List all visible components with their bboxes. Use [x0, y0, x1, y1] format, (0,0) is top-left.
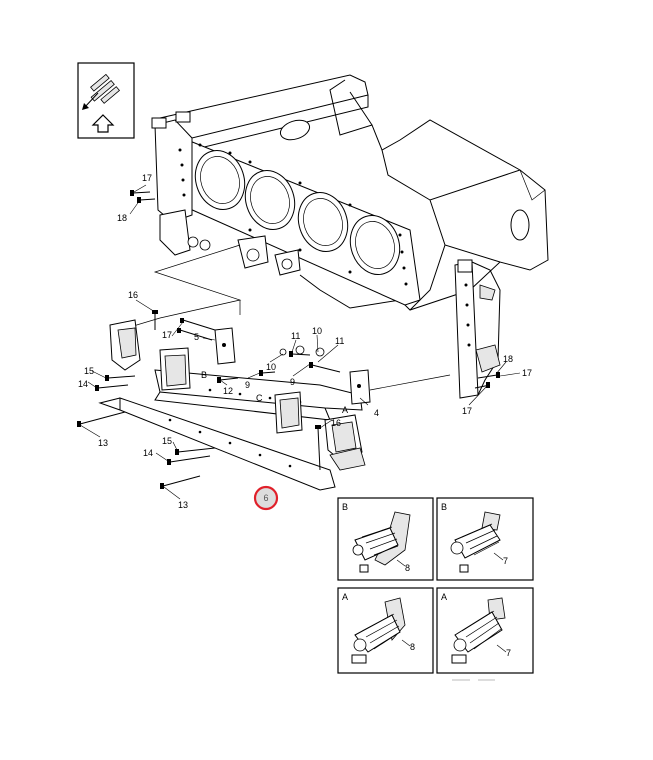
callout-14: 14	[78, 379, 88, 389]
callout-17: 17	[522, 368, 532, 378]
callout-17: 17	[162, 330, 172, 340]
panel-letter: A	[342, 592, 348, 602]
frame-rivet-holes	[178, 143, 408, 286]
callout-17: 17	[142, 173, 152, 183]
callout-18: 18	[503, 354, 513, 364]
highlighted-callout-6[interactable]: 6	[253, 485, 279, 511]
mount-bracket-8	[352, 511, 411, 573]
callout-13: 13	[178, 500, 188, 510]
callout-9: 9	[290, 377, 295, 387]
vehicle-frame	[151, 74, 549, 399]
callout-16: 16	[331, 418, 341, 428]
callout-10: 10	[312, 326, 322, 336]
callout-11: 11	[335, 336, 344, 346]
callout-B: B	[201, 370, 207, 380]
callout-5: 5	[194, 332, 199, 342]
detail-panel-b-7: B 7	[436, 497, 534, 581]
mount-bracket-7	[451, 597, 506, 664]
exploded-view-up-arrow-icon[interactable]	[77, 62, 135, 139]
callout-4: 4	[374, 408, 379, 418]
panel-part: 7	[506, 648, 511, 658]
panel-part: 8	[410, 642, 415, 652]
callout-labels: 17 18 16 17 5 11 10 11 10 9 9 15 14 12 B…	[78, 173, 532, 510]
detail-panel-b-8: B 8	[337, 497, 434, 581]
callout-10: 10	[266, 362, 276, 372]
callout-17: 17	[462, 406, 472, 416]
svg-text:6: 6	[263, 493, 268, 503]
callout-15: 15	[84, 366, 94, 376]
detail-panel-a-7: A 7	[436, 587, 534, 674]
callout-A: A	[342, 405, 348, 415]
callout-11: 11	[291, 331, 300, 341]
panel-letter: B	[342, 502, 348, 512]
detail-panel-a-8: A 8	[337, 587, 434, 674]
bumper-assembly	[98, 319, 371, 491]
callout-9: 9	[245, 380, 250, 390]
callout-leaders	[79, 184, 521, 500]
callout-18: 18	[117, 213, 127, 223]
mount-bracket-8	[351, 597, 406, 664]
fasteners	[77, 190, 500, 489]
callout-13: 13	[98, 438, 108, 448]
panel-letter: A	[441, 592, 447, 602]
panel-part: 7	[503, 556, 508, 566]
callout-14: 14	[143, 448, 153, 458]
callout-16: 16	[128, 290, 138, 300]
callout-C: C	[256, 393, 263, 403]
panel-letter: B	[441, 502, 447, 512]
callout-12: 12	[223, 386, 233, 396]
callout-15: 15	[162, 436, 172, 446]
panel-part: 8	[405, 563, 410, 573]
mount-bracket-7	[450, 511, 501, 573]
